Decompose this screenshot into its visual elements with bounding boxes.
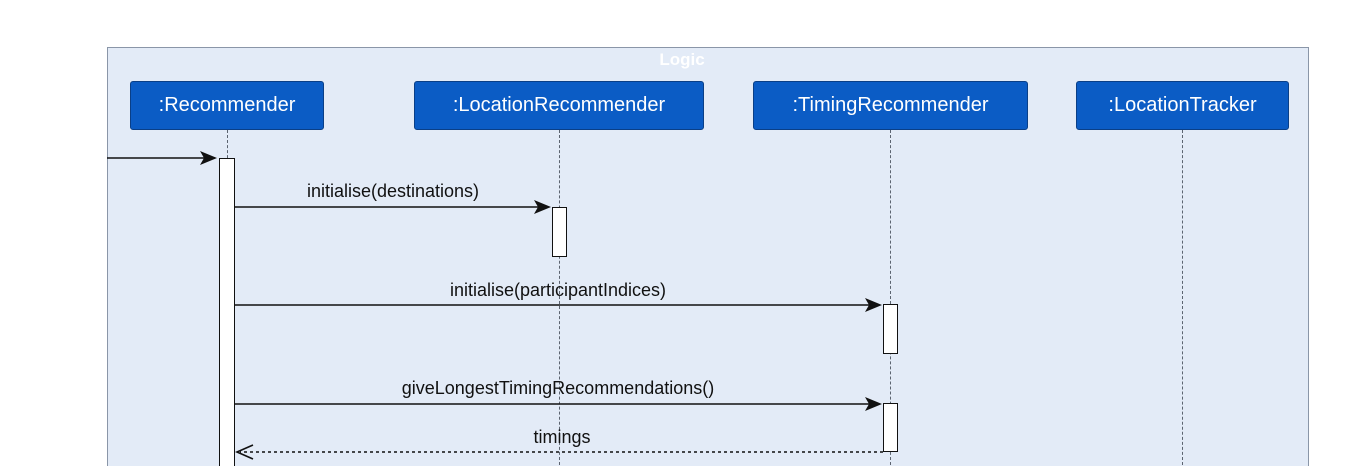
activation-recommender [219,158,235,466]
return-arrowhead-timings [235,444,254,460]
message-label-initialise-participant-indices: initialise(participantIndices) [449,280,667,300]
found-message-arrowhead [200,151,217,165]
message-label-initialise-destinations: initialise(destinations) [306,181,480,201]
participant-recommender: :Recommender [130,81,324,130]
activation-location-recommender [552,207,567,257]
activation-timing-recommender-1 [883,304,898,354]
activation-timing-recommender-2 [883,403,898,452]
lifeline-location-recommender [559,130,560,466]
participant-timing-recommender: :TimingRecommender [753,81,1028,130]
participant-location-recommender: :LocationRecommender [414,81,704,130]
message-arrowhead-initialise-participant-indices [865,298,882,312]
message-arrowhead-initialise-destinations [534,200,551,214]
message-arrowhead-give-longest-timing [865,397,882,411]
lifeline-timing-recommender [890,130,891,466]
lifeline-location-tracker [1182,130,1183,466]
message-label-give-longest-timing: giveLongestTimingRecommendations() [401,378,715,398]
message-label-timings: timings [533,427,591,447]
participant-location-tracker: :LocationTracker [1076,81,1289,130]
